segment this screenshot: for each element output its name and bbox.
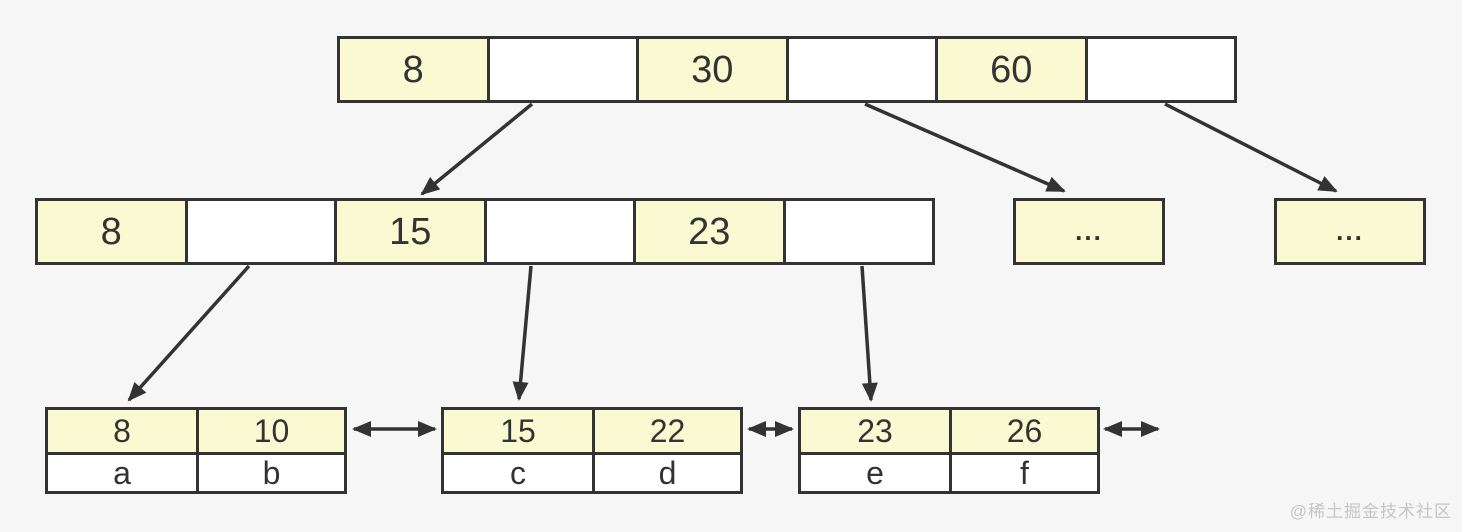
- watermark: @稀土掘金技术社区: [1289, 502, 1452, 521]
- ellipsis-node-1: ...: [1013, 198, 1165, 265]
- root-node: 8 30 60: [337, 36, 1237, 103]
- edge-root-to-ellipsis-2: [1164, 102, 1338, 193]
- edge-root-to-internal: [420, 102, 534, 196]
- leaf-value-cell: e: [801, 452, 949, 491]
- root-key-cell: 30: [636, 39, 786, 100]
- edge-root-to-ellipsis-1: [864, 102, 1066, 193]
- leaf-key-cell: 26: [949, 410, 1097, 452]
- internal-pointer-cell: [782, 201, 932, 262]
- leaf-value-cell: d: [592, 452, 740, 491]
- root-key-cell: 60: [935, 39, 1085, 100]
- leaf-key-cell: 10: [196, 410, 344, 452]
- leaf-node-2: 15 22 c d: [441, 407, 743, 494]
- leaf-value-cell: c: [444, 452, 592, 491]
- leaf-value-cell: a: [48, 452, 196, 491]
- leaf-value-cell: b: [196, 452, 344, 491]
- internal-key-cell: 23: [633, 201, 783, 262]
- leaf-key-cell: 23: [801, 410, 949, 452]
- internal-pointer-cell: [184, 201, 334, 262]
- internal-key-cell: 8: [38, 201, 185, 262]
- edge-internal-to-leaf-3: [860, 265, 878, 402]
- internal-node: 8 15 23: [35, 198, 935, 265]
- leaf-value-cell: f: [949, 452, 1097, 491]
- leaf-node-1: 8 10 a b: [45, 407, 347, 494]
- ellipsis-node-2: ...: [1274, 198, 1426, 265]
- edge-internal-to-leaf-1: [127, 264, 251, 402]
- leaf-key-cell: 8: [48, 410, 196, 452]
- root-pointer-cell: [785, 39, 935, 100]
- edge-internal-to-leaf-2: [512, 265, 533, 401]
- leaf-node-3: 23 26 e f: [798, 407, 1100, 494]
- root-pointer-cell: [486, 39, 636, 100]
- internal-pointer-cell: [483, 201, 633, 262]
- root-key-cell: 8: [340, 39, 487, 100]
- internal-key-cell: 15: [334, 201, 484, 262]
- leaf-key-cell: 15: [444, 410, 592, 452]
- leaf-key-cell: 22: [592, 410, 740, 452]
- root-pointer-cell: [1084, 39, 1234, 100]
